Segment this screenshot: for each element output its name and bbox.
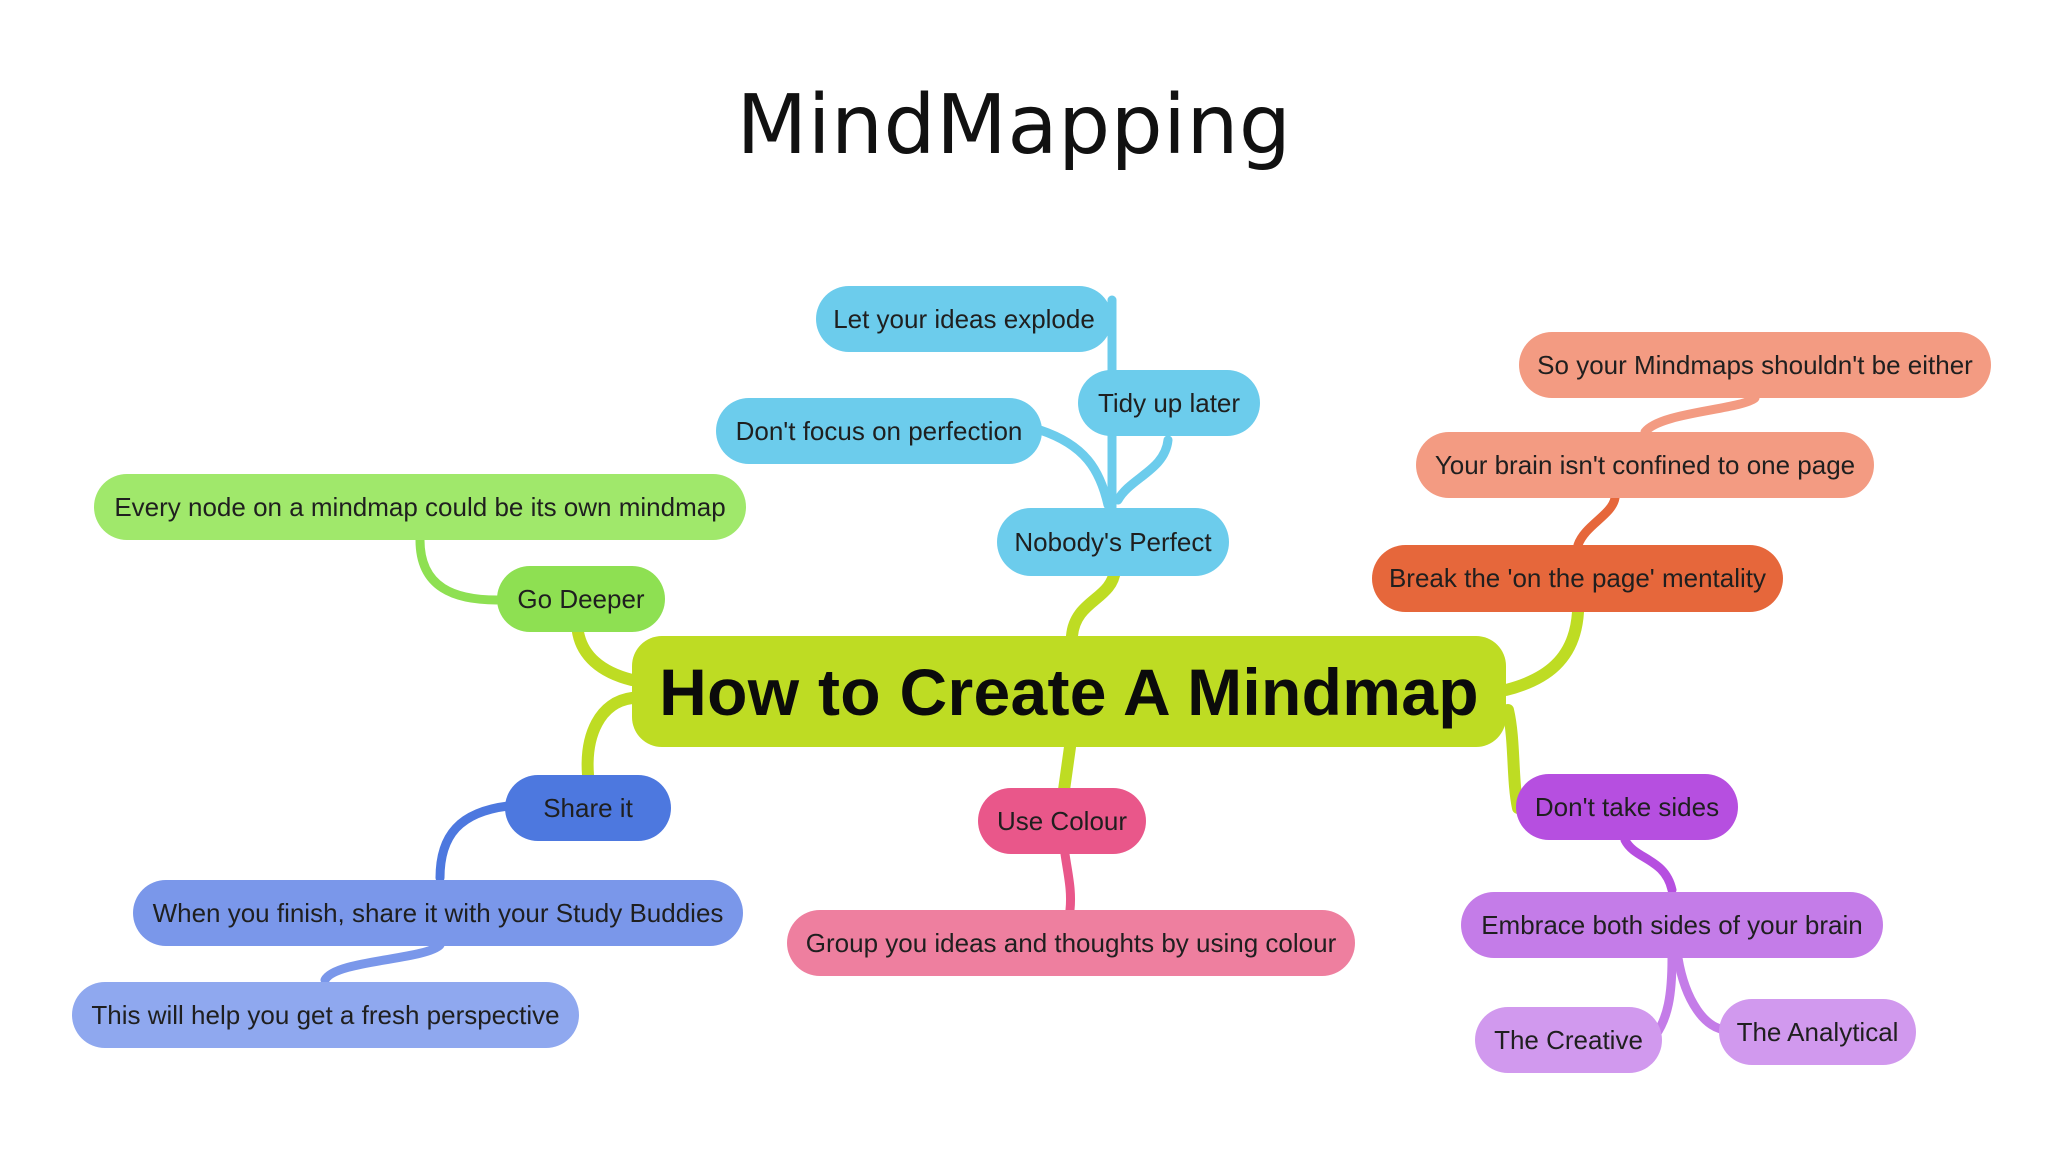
node-use-colour: Use Colour (978, 788, 1146, 854)
node-tidy-up-later: Tidy up later (1078, 370, 1260, 436)
node-group-ideas: Group you ideas and thoughts by using co… (787, 910, 1355, 976)
node-go-deeper: Go Deeper (497, 566, 665, 632)
connector-buddies-fresh (320, 940, 445, 985)
node-share-it: Share it (505, 775, 671, 841)
connector-sides-embrace (1620, 835, 1677, 895)
connector-central-nobodys-perfect (1066, 564, 1121, 642)
node-break-mentality: Break the 'on the page' mentality (1372, 545, 1783, 612)
connector-central-break (1500, 606, 1584, 696)
connector-central-share (581, 692, 638, 781)
connector-break-brain (1573, 493, 1620, 550)
node-let-ideas-explode: Let your ideas explode (816, 286, 1112, 352)
node-fresh-perspective: This will help you get a fresh perspecti… (72, 982, 579, 1048)
slide-title: MindMapping (736, 78, 1292, 173)
connector-use-colour-group (1060, 849, 1075, 915)
node-the-creative: The Creative (1475, 1007, 1662, 1073)
connector-go-deeper-every-node (415, 535, 502, 605)
node-mindmaps-shouldnt: So your Mindmaps shouldn't be either (1519, 332, 1991, 398)
node-share-with-buddies: When you finish, share it with your Stud… (133, 880, 743, 946)
node-dont-take-sides: Don't take sides (1516, 774, 1738, 840)
node-nobodys-perfect: Nobody's Perfect (997, 508, 1229, 576)
connector-nobodys-perfect-focus (1035, 425, 1113, 510)
node-the-analytical: The Analytical (1719, 999, 1916, 1065)
connector-central-use-colour (1058, 741, 1076, 796)
central-node: How to Create A Mindmap (632, 636, 1506, 747)
node-dont-focus-perfection: Don't focus on perfection (716, 398, 1042, 464)
connector-central-sides (1502, 704, 1524, 814)
node-every-node: Every node on a mindmap could be its own… (94, 474, 746, 540)
connector-brain-mindmaps (1640, 393, 1760, 437)
connector-nobodys-perfect-tidy (1113, 435, 1173, 505)
connector-share-buddies (435, 801, 513, 883)
node-embrace-both-sides: Embrace both sides of your brain (1461, 892, 1883, 958)
node-brain-not-confined: Your brain isn't confined to one page (1416, 432, 1874, 498)
connector-central-go-deeper (572, 626, 638, 686)
